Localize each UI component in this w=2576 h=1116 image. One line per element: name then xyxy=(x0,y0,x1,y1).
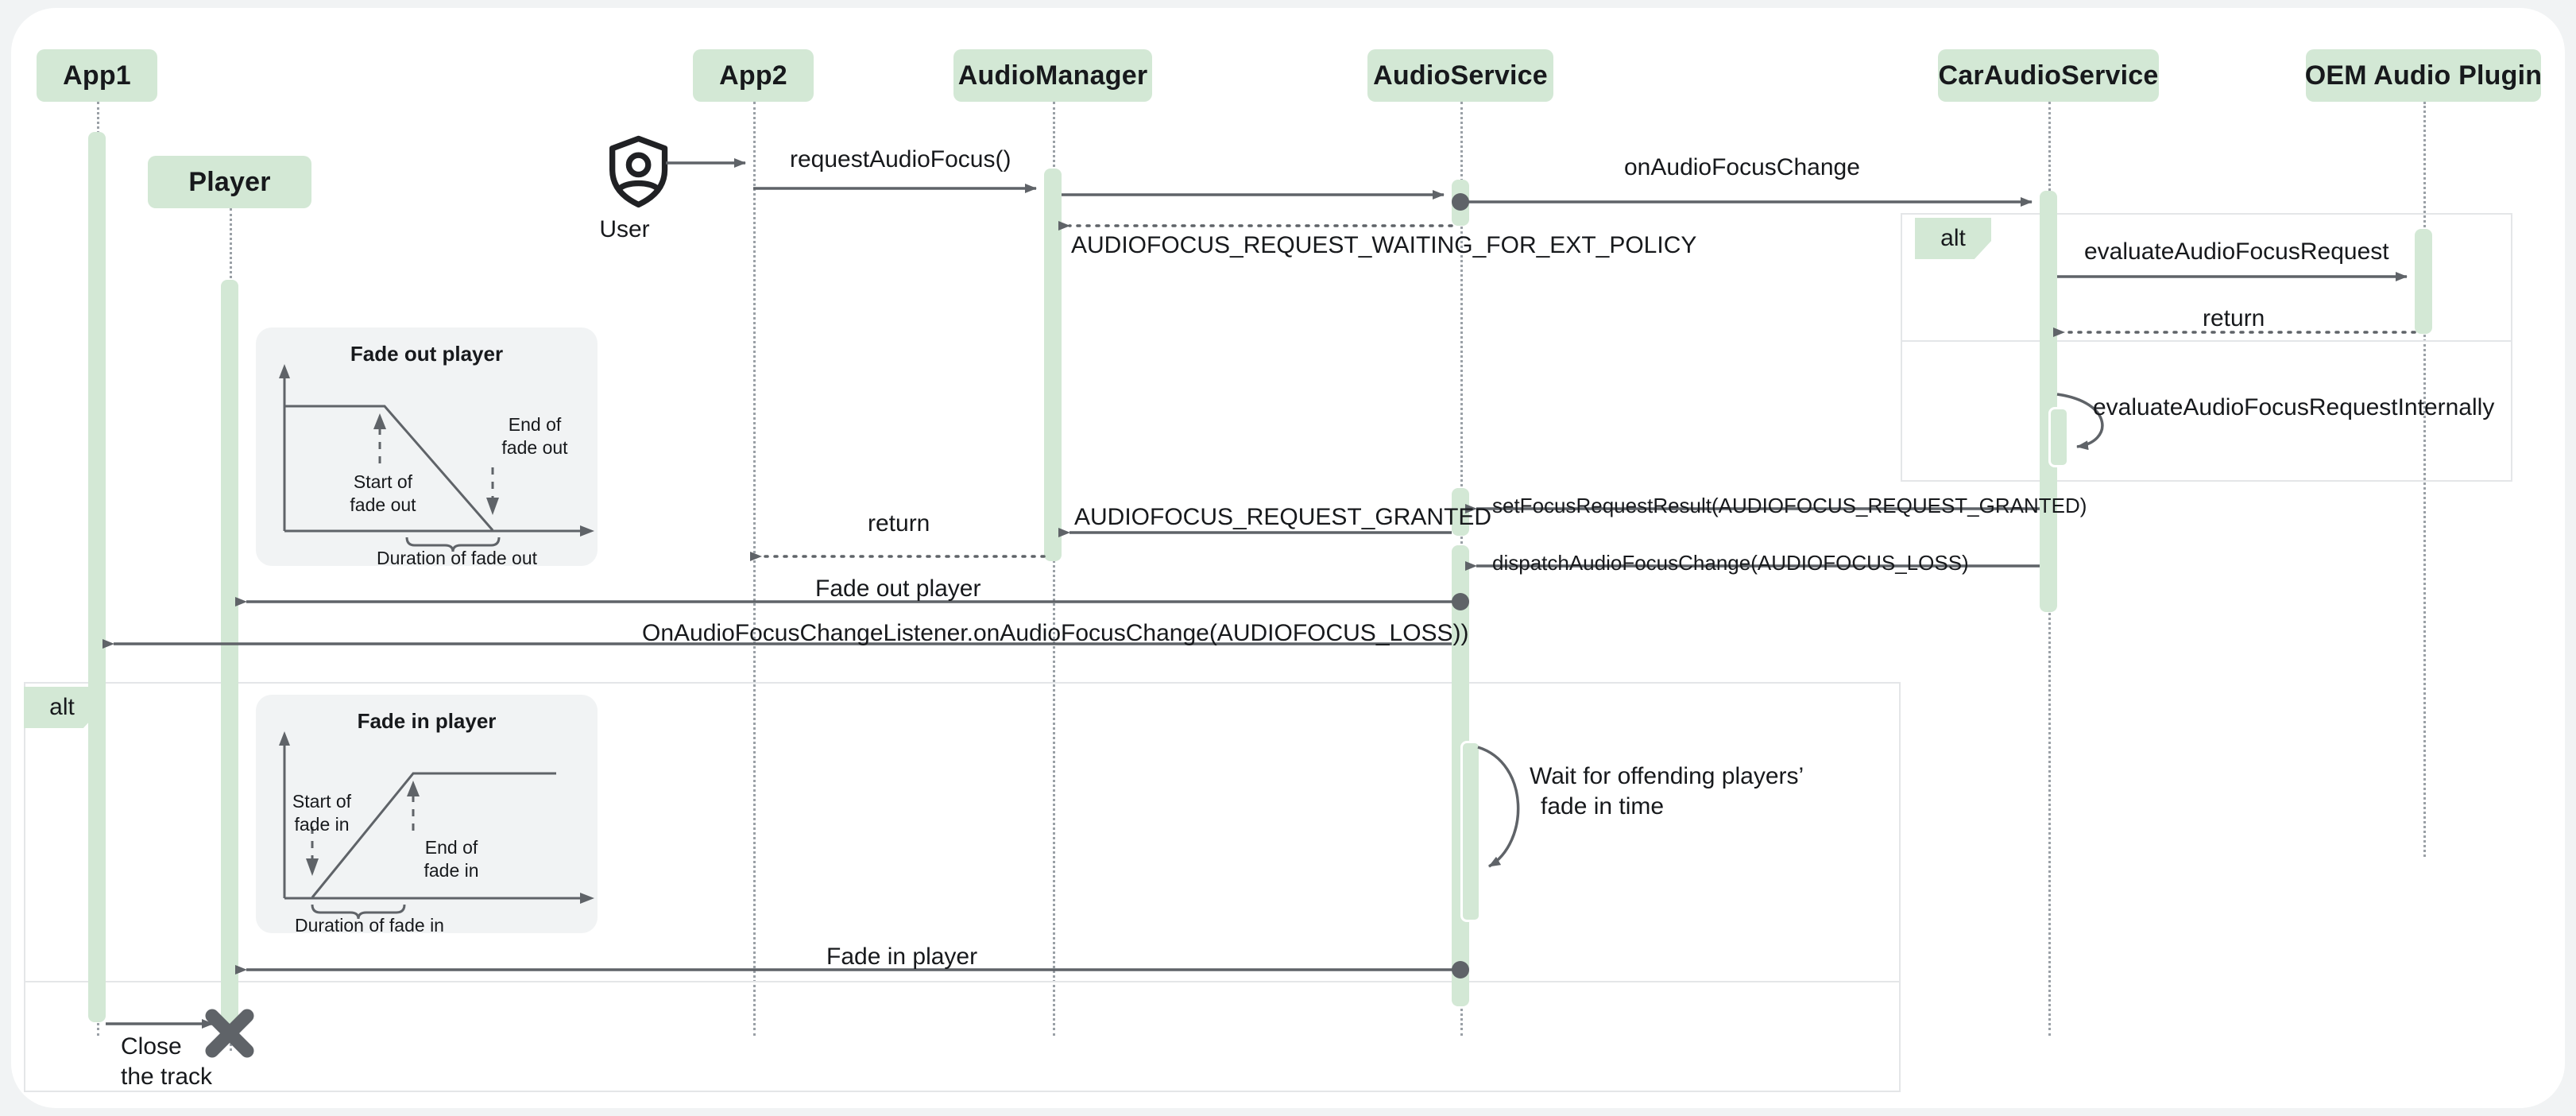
alt-fragment-right xyxy=(1901,213,2512,482)
activation-audiomanager xyxy=(1044,169,1062,561)
lifeline-audiomanager xyxy=(1053,102,1055,1036)
fade-out-end-label: End of fade out xyxy=(475,413,594,459)
label-audiofocus-request-granted: AUDIOFOCUS_REQUEST_GRANTED xyxy=(1074,504,1492,530)
participant-caraudioservice[interactable]: CarAudioService xyxy=(1938,49,2159,102)
label-close-the-track: Close the track xyxy=(121,1032,212,1091)
alt-label-right[interactable]: alt xyxy=(1915,218,1991,259)
participant-audioservice[interactable]: AudioService xyxy=(1367,49,1553,102)
alt-label-left[interactable]: alt xyxy=(24,687,100,728)
fade-out-start-label: Start of fade out xyxy=(311,471,454,517)
fade-in-duration-label: Duration of fade in xyxy=(295,915,444,936)
participant-label-oemplugin: OEM Audio Plugin xyxy=(2304,60,2543,91)
fade-in-end-line2: fade in xyxy=(424,859,479,881)
activation-caraudioservice xyxy=(2040,191,2057,612)
label-onaudiofocuschangelistener: OnAudioFocusChangeListener.onAudioFocusC… xyxy=(642,620,1469,646)
participant-label-app1: App1 xyxy=(63,60,131,91)
participant-audiomanager[interactable]: AudioManager xyxy=(953,49,1152,102)
lifeline-oemplugin xyxy=(2423,102,2426,857)
label-onaudiofocuschange: onAudioFocusChange xyxy=(1624,154,1860,180)
label-wait-for-fade-in: Wait for offending players’ fade in time xyxy=(1530,761,1804,821)
participant-label-audioservice: AudioService xyxy=(1373,60,1548,91)
participant-label-player: Player xyxy=(188,166,271,197)
fade-in-note-title: Fade in player xyxy=(357,709,497,733)
actor-label-user: User xyxy=(599,216,650,242)
participant-player[interactable]: Player xyxy=(148,156,311,208)
label-setfocusrequestresult: setFocusRequestResult(AUDIOFOCUS_REQUEST… xyxy=(1492,494,2087,517)
label-close-line2: the track xyxy=(121,1063,213,1090)
activation-app1 xyxy=(88,132,106,1022)
fade-out-duration-label: Duration of fade out xyxy=(376,548,538,568)
label-am-return: return xyxy=(868,510,930,537)
label-dispatchaudiofocuschange: dispatchAudioFocusChange(AUDIOFOCUS_LOSS… xyxy=(1492,551,1969,575)
participant-label-audiomanager: AudioManager xyxy=(957,60,1148,91)
lifeline-app2 xyxy=(753,102,756,1036)
label-wait-line2: fade in time xyxy=(1541,792,1665,820)
label-evaluate-internally: evaluateAudioFocusRequestInternally xyxy=(2093,394,2495,420)
activation-audioservice-2 xyxy=(1452,488,1469,536)
fade-in-start-line2: fade in xyxy=(294,813,350,835)
alt-fragment-left xyxy=(24,682,1901,1092)
activation-audioservice-nested xyxy=(1460,741,1481,922)
participant-oemplugin[interactable]: OEM Audio Plugin xyxy=(2304,49,2543,102)
fade-out-start-line1: Start of xyxy=(353,471,413,492)
activation-caraudioservice-nested xyxy=(2048,407,2069,467)
fade-out-end-line1: End of xyxy=(508,414,562,435)
activation-audioservice-1 xyxy=(1452,180,1469,226)
label-oem-return: return xyxy=(2203,305,2265,331)
fade-in-end-line1: End of xyxy=(424,837,478,858)
fade-in-end-label: End of fade in xyxy=(392,836,511,882)
participant-label-app2: App2 xyxy=(719,60,787,91)
activation-player xyxy=(221,280,238,1025)
fade-out-note-title: Fade out player xyxy=(350,342,504,366)
alt-divider-right xyxy=(1901,340,2512,342)
label-fade-out-player: Fade out player xyxy=(815,575,981,602)
fade-in-start-line1: Start of xyxy=(292,791,352,812)
label-requestaudiofocus: requestAudioFocus() xyxy=(790,146,1011,172)
label-evaluateaudiofocusrequest: evaluateAudioFocusRequest xyxy=(2084,238,2389,265)
participant-app1[interactable]: App1 xyxy=(37,49,157,102)
fade-in-start-label: Start of fade in xyxy=(262,790,381,836)
participant-app2[interactable]: App2 xyxy=(693,49,814,102)
label-fade-in-player: Fade in player xyxy=(826,944,978,970)
label-close-line1: Close xyxy=(121,1033,182,1060)
label-wait-line1: Wait for offending players’ xyxy=(1530,763,1804,789)
activation-oemplugin-1 xyxy=(2415,229,2432,334)
alt-divider-left xyxy=(24,981,1901,982)
participant-label-caraudioservice: CarAudioService xyxy=(1938,60,2159,91)
label-waiting-for-ext-policy: AUDIOFOCUS_REQUEST_WAITING_FOR_EXT_POLIC… xyxy=(1071,232,1697,258)
fade-out-start-line2: fade out xyxy=(350,494,416,515)
fade-out-end-line2: fade out xyxy=(501,436,568,458)
